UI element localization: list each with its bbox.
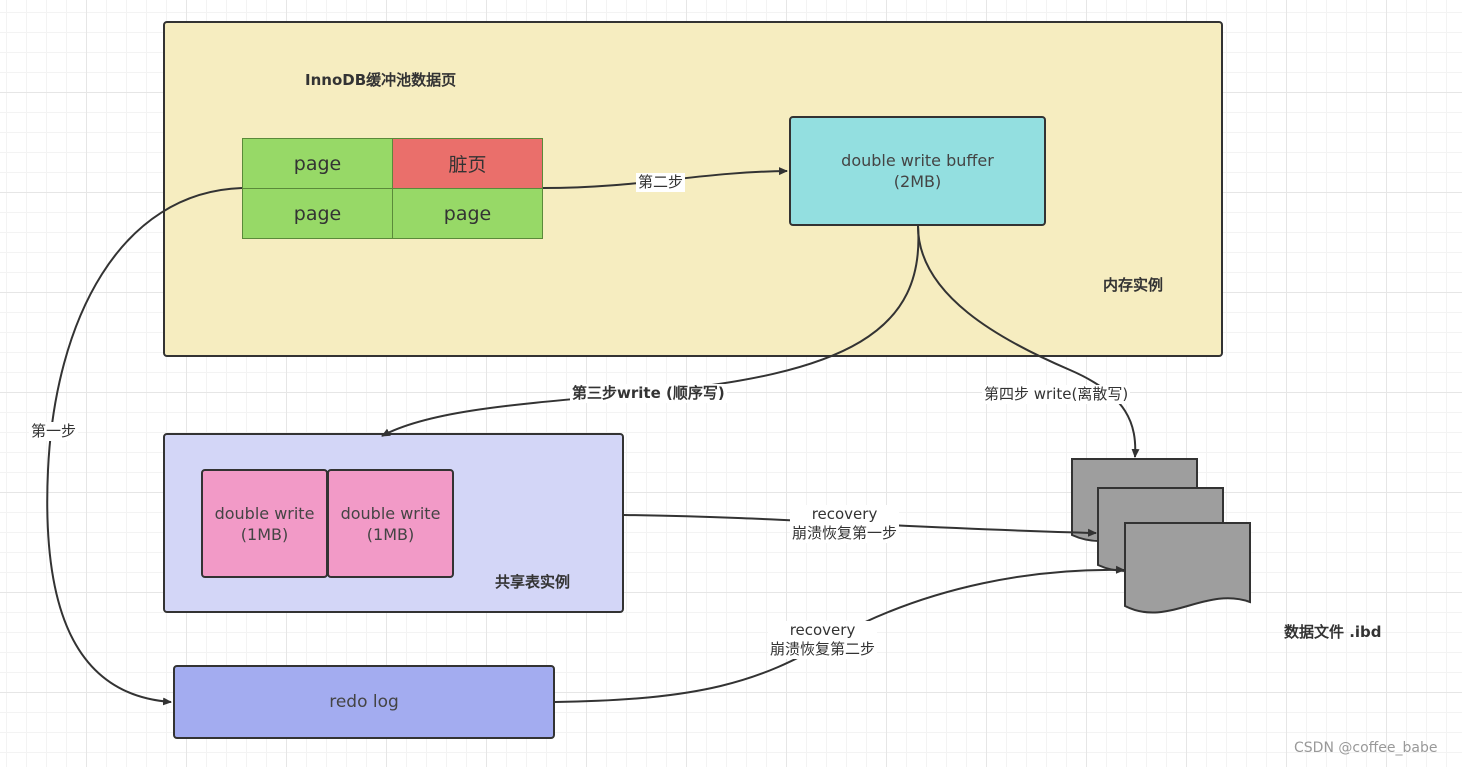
edge-step3 [381,225,920,437]
redo-log-box: redo log [173,665,555,739]
data-file-icon [1071,458,1251,614]
step2-label: 第二步 [636,173,686,192]
step1-label: 第一步 [29,422,79,441]
recovery1-label: recovery 崩溃恢复第一步 [790,505,900,543]
dwb-title: double write buffer [841,151,994,170]
edge-step1 [46,187,243,706]
memory-instance-label: 内存实例 [1103,276,1164,294]
recovery1-line2: 崩溃恢复第一步 [792,524,898,542]
data-file-label: 数据文件 .ibd [1284,623,1382,641]
dwb-size: (2MB) [893,172,942,191]
edge-step4 [917,225,1140,458]
page-cell: page [392,188,543,239]
page-cell: page [242,188,393,239]
dw-block-title: double write [340,503,441,523]
recovery2-line2: 崩溃恢复第二步 [770,640,876,658]
step3-label: 第三步write (顺序写) [570,384,727,403]
step4-label: 第四步 write(离散写) [982,385,1131,404]
recovery2-label: recovery 崩溃恢复第二步 [768,621,878,659]
dw-block-size: (1MB) [240,524,289,544]
shared-instance-label: 共享表实例 [495,573,571,591]
double-write-buffer: double write buffer (2MB) [789,116,1046,226]
watermark: CSDN @coffee_babe [1294,740,1438,756]
dw-block-size: (1MB) [366,524,415,544]
buffer-pool-label: InnoDB缓冲池数据页 [305,71,457,89]
recovery2-line1: recovery [789,621,856,639]
dw-block-title: double write [214,503,315,523]
data-file-sheet [1124,522,1251,614]
double-write-block: double write (1MB) [327,469,454,578]
recovery1-line1: recovery [811,505,878,523]
double-write-block: double write (1MB) [201,469,328,578]
